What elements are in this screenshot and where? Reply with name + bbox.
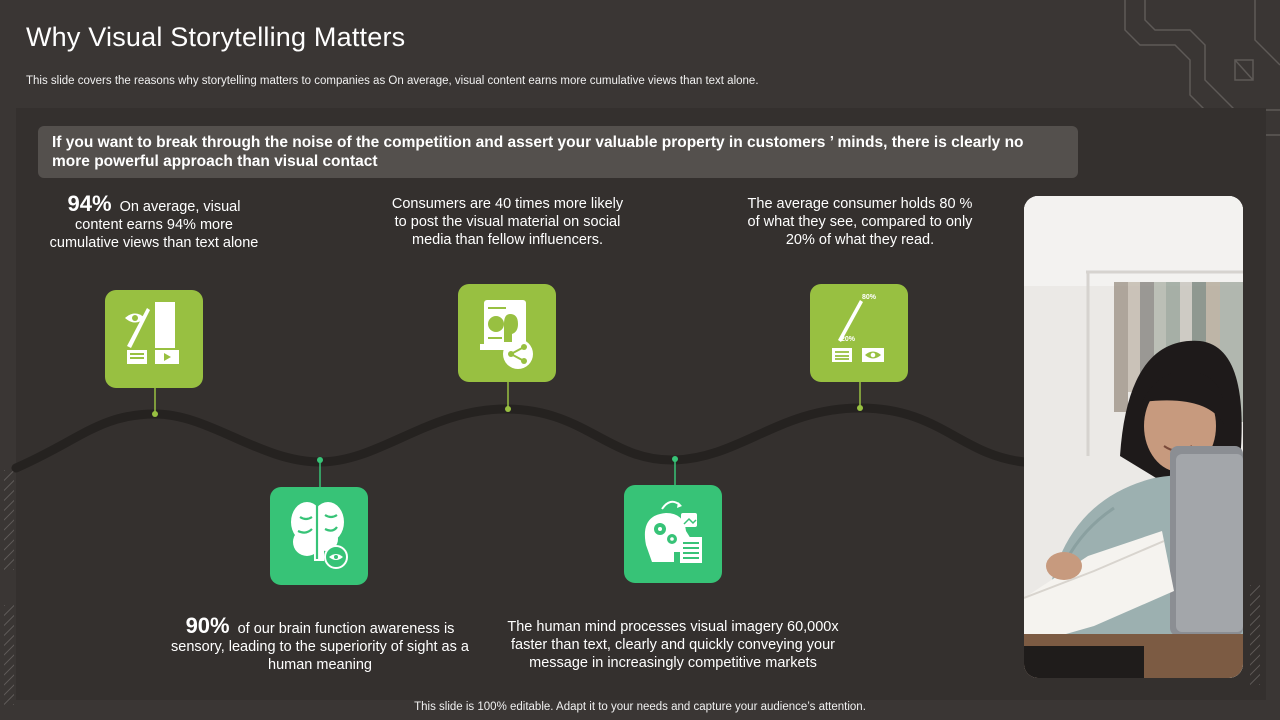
timeline-dot	[317, 457, 323, 463]
hatch-decoration-left-lower	[4, 605, 14, 705]
point-description: On average, visual content earns 94% mor…	[49, 199, 259, 251]
page-title: Why Visual Storytelling Matters	[26, 22, 406, 52]
point-text-4: The human mind processes visual imagery …	[498, 618, 848, 672]
timeline-dot	[857, 405, 863, 411]
timeline-dot	[505, 406, 511, 412]
retention-chart-icon: 80% 20%	[810, 284, 908, 382]
woman-with-laptop-photo	[1024, 196, 1243, 678]
brain-icon	[270, 487, 368, 585]
chart-label-80: 80%	[862, 294, 877, 301]
head-processing-icon	[624, 485, 722, 583]
hatch-decoration-left	[4, 470, 14, 570]
point-text-5: The average consumer holds 80 % of what …	[740, 195, 980, 249]
point-description: of our brain function awareness is senso…	[171, 621, 469, 673]
point-text-3: Consumers are 40 times more likely to po…	[385, 195, 630, 249]
timeline-dot	[152, 411, 158, 417]
stat-value: 90%	[185, 613, 230, 638]
social-share-icon	[458, 284, 556, 382]
footer-note: This slide is 100% editable. Adapt it to…	[414, 701, 866, 713]
point-description: The average consumer holds 80 % of what …	[747, 196, 973, 248]
point-text-2: 90%of our brain function awareness is se…	[170, 615, 470, 674]
visual-content-icon	[105, 290, 203, 388]
point-description: Consumers are 40 times more likely to po…	[391, 196, 624, 248]
chart-label-20: 20%	[841, 336, 856, 343]
hatch-decoration-right	[1250, 585, 1260, 685]
timeline-dot	[672, 456, 678, 462]
point-description: The human mind processes visual imagery …	[507, 619, 839, 671]
page-subtitle: This slide covers the reasons why storyt…	[26, 75, 759, 87]
stat-value: 94%	[67, 191, 112, 216]
highlight-banner: If you want to break through the noise o…	[38, 126, 1078, 178]
point-text-1: 94%On average, visual content earns 94% …	[45, 193, 263, 252]
